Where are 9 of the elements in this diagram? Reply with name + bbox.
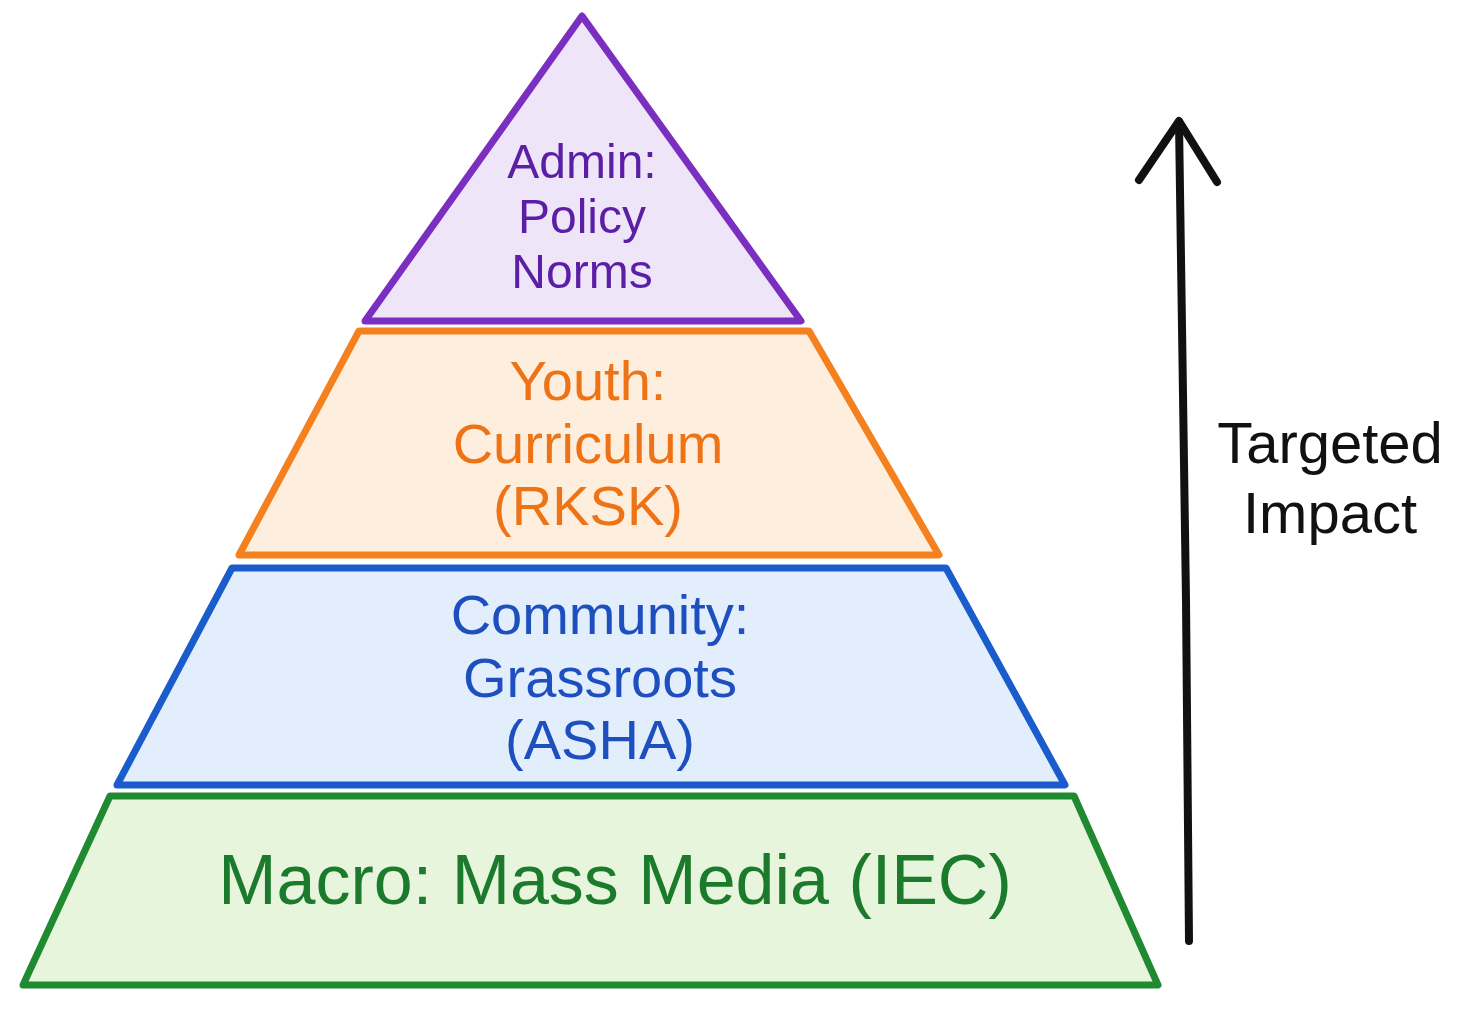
pyramid-tier	[112, 563, 1070, 790]
tier-label: Community: Grassroots (ASHA)	[449, 584, 751, 773]
pyramid-top-triangle	[360, 11, 806, 326]
pyramid-tier	[234, 326, 944, 560]
arrow-label: Targeted Impact	[1216, 409, 1444, 547]
tier-label: Youth: Curriculum (RKSK)	[451, 350, 725, 539]
tier-label: Macro: Mass Media (IEC)	[217, 840, 1013, 921]
pyramid-tier	[18, 791, 1163, 990]
tier-label: Admin: Policy Norms	[506, 134, 658, 300]
